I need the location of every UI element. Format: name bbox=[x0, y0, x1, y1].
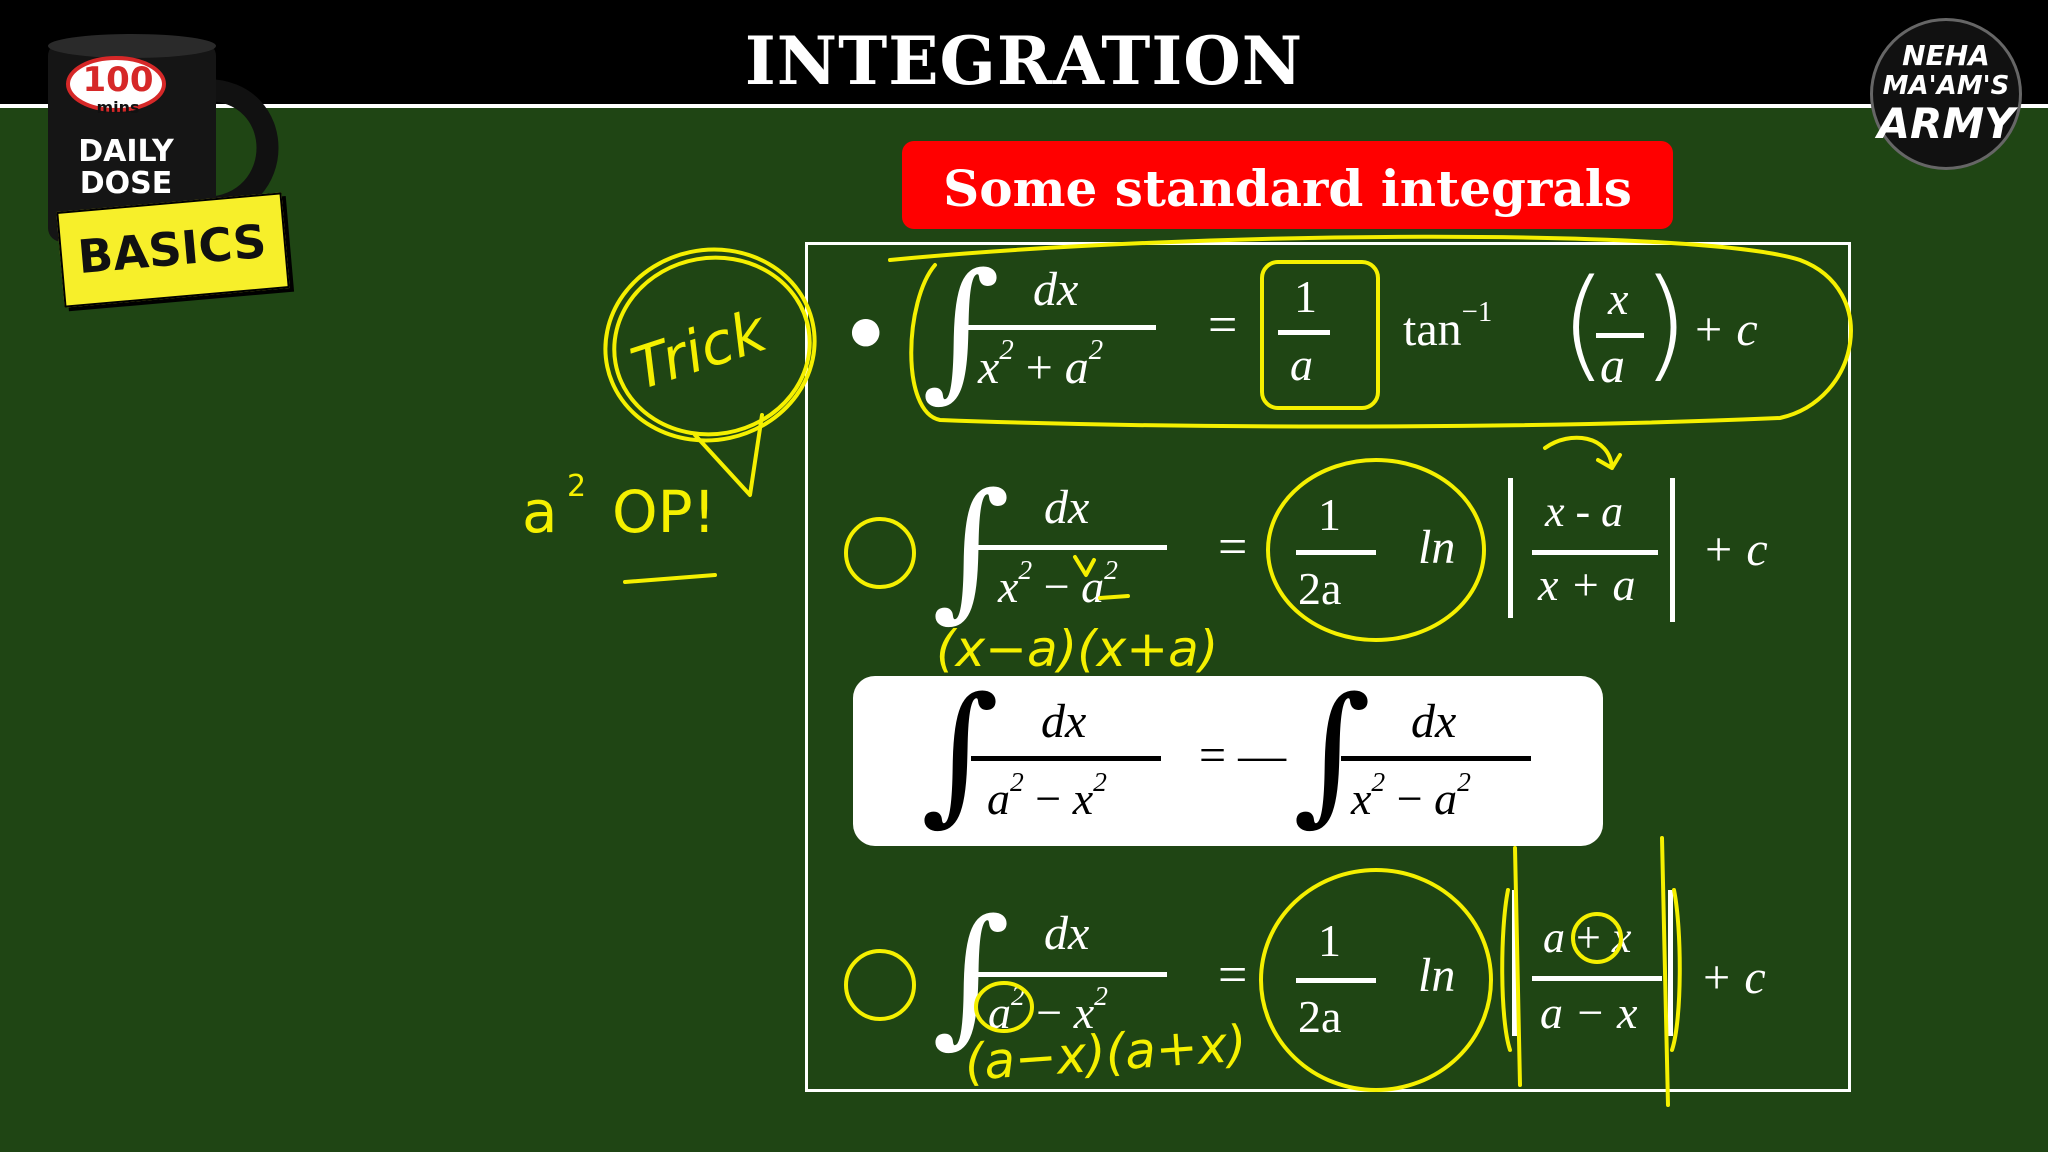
f1-numerator: dx bbox=[1033, 263, 1079, 316]
trick-circle bbox=[603, 247, 817, 443]
integral-sign: ∫ bbox=[921, 666, 1000, 840]
f1-coef-num: 1 bbox=[1294, 271, 1317, 322]
highlight-loop bbox=[888, 234, 1853, 429]
f2-denominator: x2 − a2 bbox=[998, 554, 1118, 612]
title-bar bbox=[0, 0, 2048, 108]
highlight-ellipse bbox=[1266, 458, 1486, 642]
f3-coef-bar bbox=[1296, 978, 1376, 983]
formula-box bbox=[805, 242, 1851, 1092]
logo-dose: DOSE bbox=[79, 166, 173, 201]
f1-equals: = bbox=[1208, 297, 1238, 354]
identity-panel: ∫ dx a2 − x2 = — ∫ dx x2 − a2 bbox=[853, 676, 1603, 846]
bullet-circle bbox=[844, 517, 916, 589]
section-banner: Some standard integrals bbox=[902, 141, 1673, 229]
f2-func: ln bbox=[1418, 521, 1456, 574]
panel-right-num: dx bbox=[1411, 695, 1457, 748]
logo-unit: mins bbox=[96, 98, 140, 117]
f2-coef-num: 1 bbox=[1318, 489, 1341, 540]
mug-icon bbox=[48, 34, 279, 242]
f2-abs-right bbox=[1670, 478, 1675, 622]
panel-left-bar bbox=[971, 756, 1161, 761]
f3-plus-c: + c bbox=[1700, 951, 1766, 1004]
f3-numerator: dx bbox=[1044, 907, 1090, 960]
logo-line2: MA'AM'S bbox=[1882, 71, 2010, 101]
panel-left-num: dx bbox=[1041, 695, 1087, 748]
f1-func: tan−1 bbox=[1403, 296, 1493, 356]
a-sq-op-sup: 2 bbox=[567, 469, 586, 504]
a-sq-op-a: a bbox=[522, 478, 558, 546]
panel-right-bar bbox=[1341, 756, 1531, 761]
f3-abs-right bbox=[1668, 890, 1673, 1036]
speech-tail bbox=[693, 413, 764, 497]
f3-arg-den: a − x bbox=[1540, 987, 1638, 1038]
f2-abs-left bbox=[1508, 478, 1513, 618]
neha-maams-army-logo: NEHA MA'AM'S ARMY bbox=[1870, 18, 2022, 170]
highlight-box bbox=[1260, 260, 1380, 410]
panel-right-den: x2 − a2 bbox=[1351, 766, 1471, 824]
panel-equals-minus: = — bbox=[1199, 729, 1287, 782]
f1-coef-den: a bbox=[1290, 339, 1313, 390]
f1-arg-bar bbox=[1596, 333, 1644, 338]
banner-text: Some standard integrals bbox=[943, 159, 1632, 218]
f3-coef-den: 2a bbox=[1298, 991, 1342, 1042]
f1-plus-c: + c bbox=[1692, 303, 1758, 356]
panel-left-den: a2 − x2 bbox=[987, 766, 1107, 824]
logo-line3: ARMY bbox=[1877, 99, 2015, 148]
f3-func: ln bbox=[1418, 949, 1456, 1002]
a-sq-op-rest: OP! bbox=[612, 478, 716, 546]
f1-left-bracket: ( bbox=[1560, 255, 1607, 394]
f1-arg-num: x bbox=[1608, 273, 1629, 324]
f3-equals: = bbox=[1218, 947, 1248, 1004]
f2-coef-den: 2a bbox=[1298, 563, 1342, 614]
f1-denominator: x2 + a2 bbox=[978, 334, 1104, 394]
f3-abs-left bbox=[1512, 890, 1517, 1036]
factorisation-2: (a−x)(a+x) bbox=[963, 1014, 1249, 1092]
integral-sign: ∫ bbox=[1293, 666, 1372, 840]
f3-arg-bar bbox=[1532, 976, 1662, 981]
f2-numerator: dx bbox=[1044, 481, 1090, 534]
f1-coef-bar bbox=[1278, 330, 1330, 335]
f3-fraction-bar bbox=[975, 972, 1167, 977]
logo-daily: DAILY bbox=[78, 134, 174, 169]
f2-arg-num: x - a bbox=[1545, 487, 1624, 536]
f1-right-bracket: ) bbox=[1642, 255, 1689, 394]
logo-line1: NEHA bbox=[1902, 39, 1990, 72]
f1-arg-den: a bbox=[1600, 337, 1625, 393]
page-title: INTEGRATION bbox=[744, 22, 1304, 100]
f2-arg-bar bbox=[1532, 550, 1658, 555]
trick-label: Trick bbox=[623, 296, 776, 404]
f3-denominator: a2 − x2 bbox=[988, 980, 1108, 1038]
logo-number: 100 bbox=[82, 60, 154, 100]
f3-coef-num: 1 bbox=[1318, 915, 1341, 966]
f2-plus-c: + c bbox=[1702, 523, 1768, 576]
f2-fraction-bar bbox=[975, 545, 1167, 550]
f1-fraction-bar bbox=[968, 325, 1156, 330]
daily-dose-logo: 100 mins DAILY DOSE BASICS bbox=[38, 30, 298, 308]
factorisation-1: (x−a)(x+a) bbox=[936, 620, 1218, 678]
f2-equals: = bbox=[1218, 519, 1248, 576]
f2-arg-den: x + a bbox=[1538, 559, 1636, 610]
f2-coef-bar bbox=[1296, 550, 1376, 555]
bullet-dot-icon: ● bbox=[850, 310, 882, 351]
